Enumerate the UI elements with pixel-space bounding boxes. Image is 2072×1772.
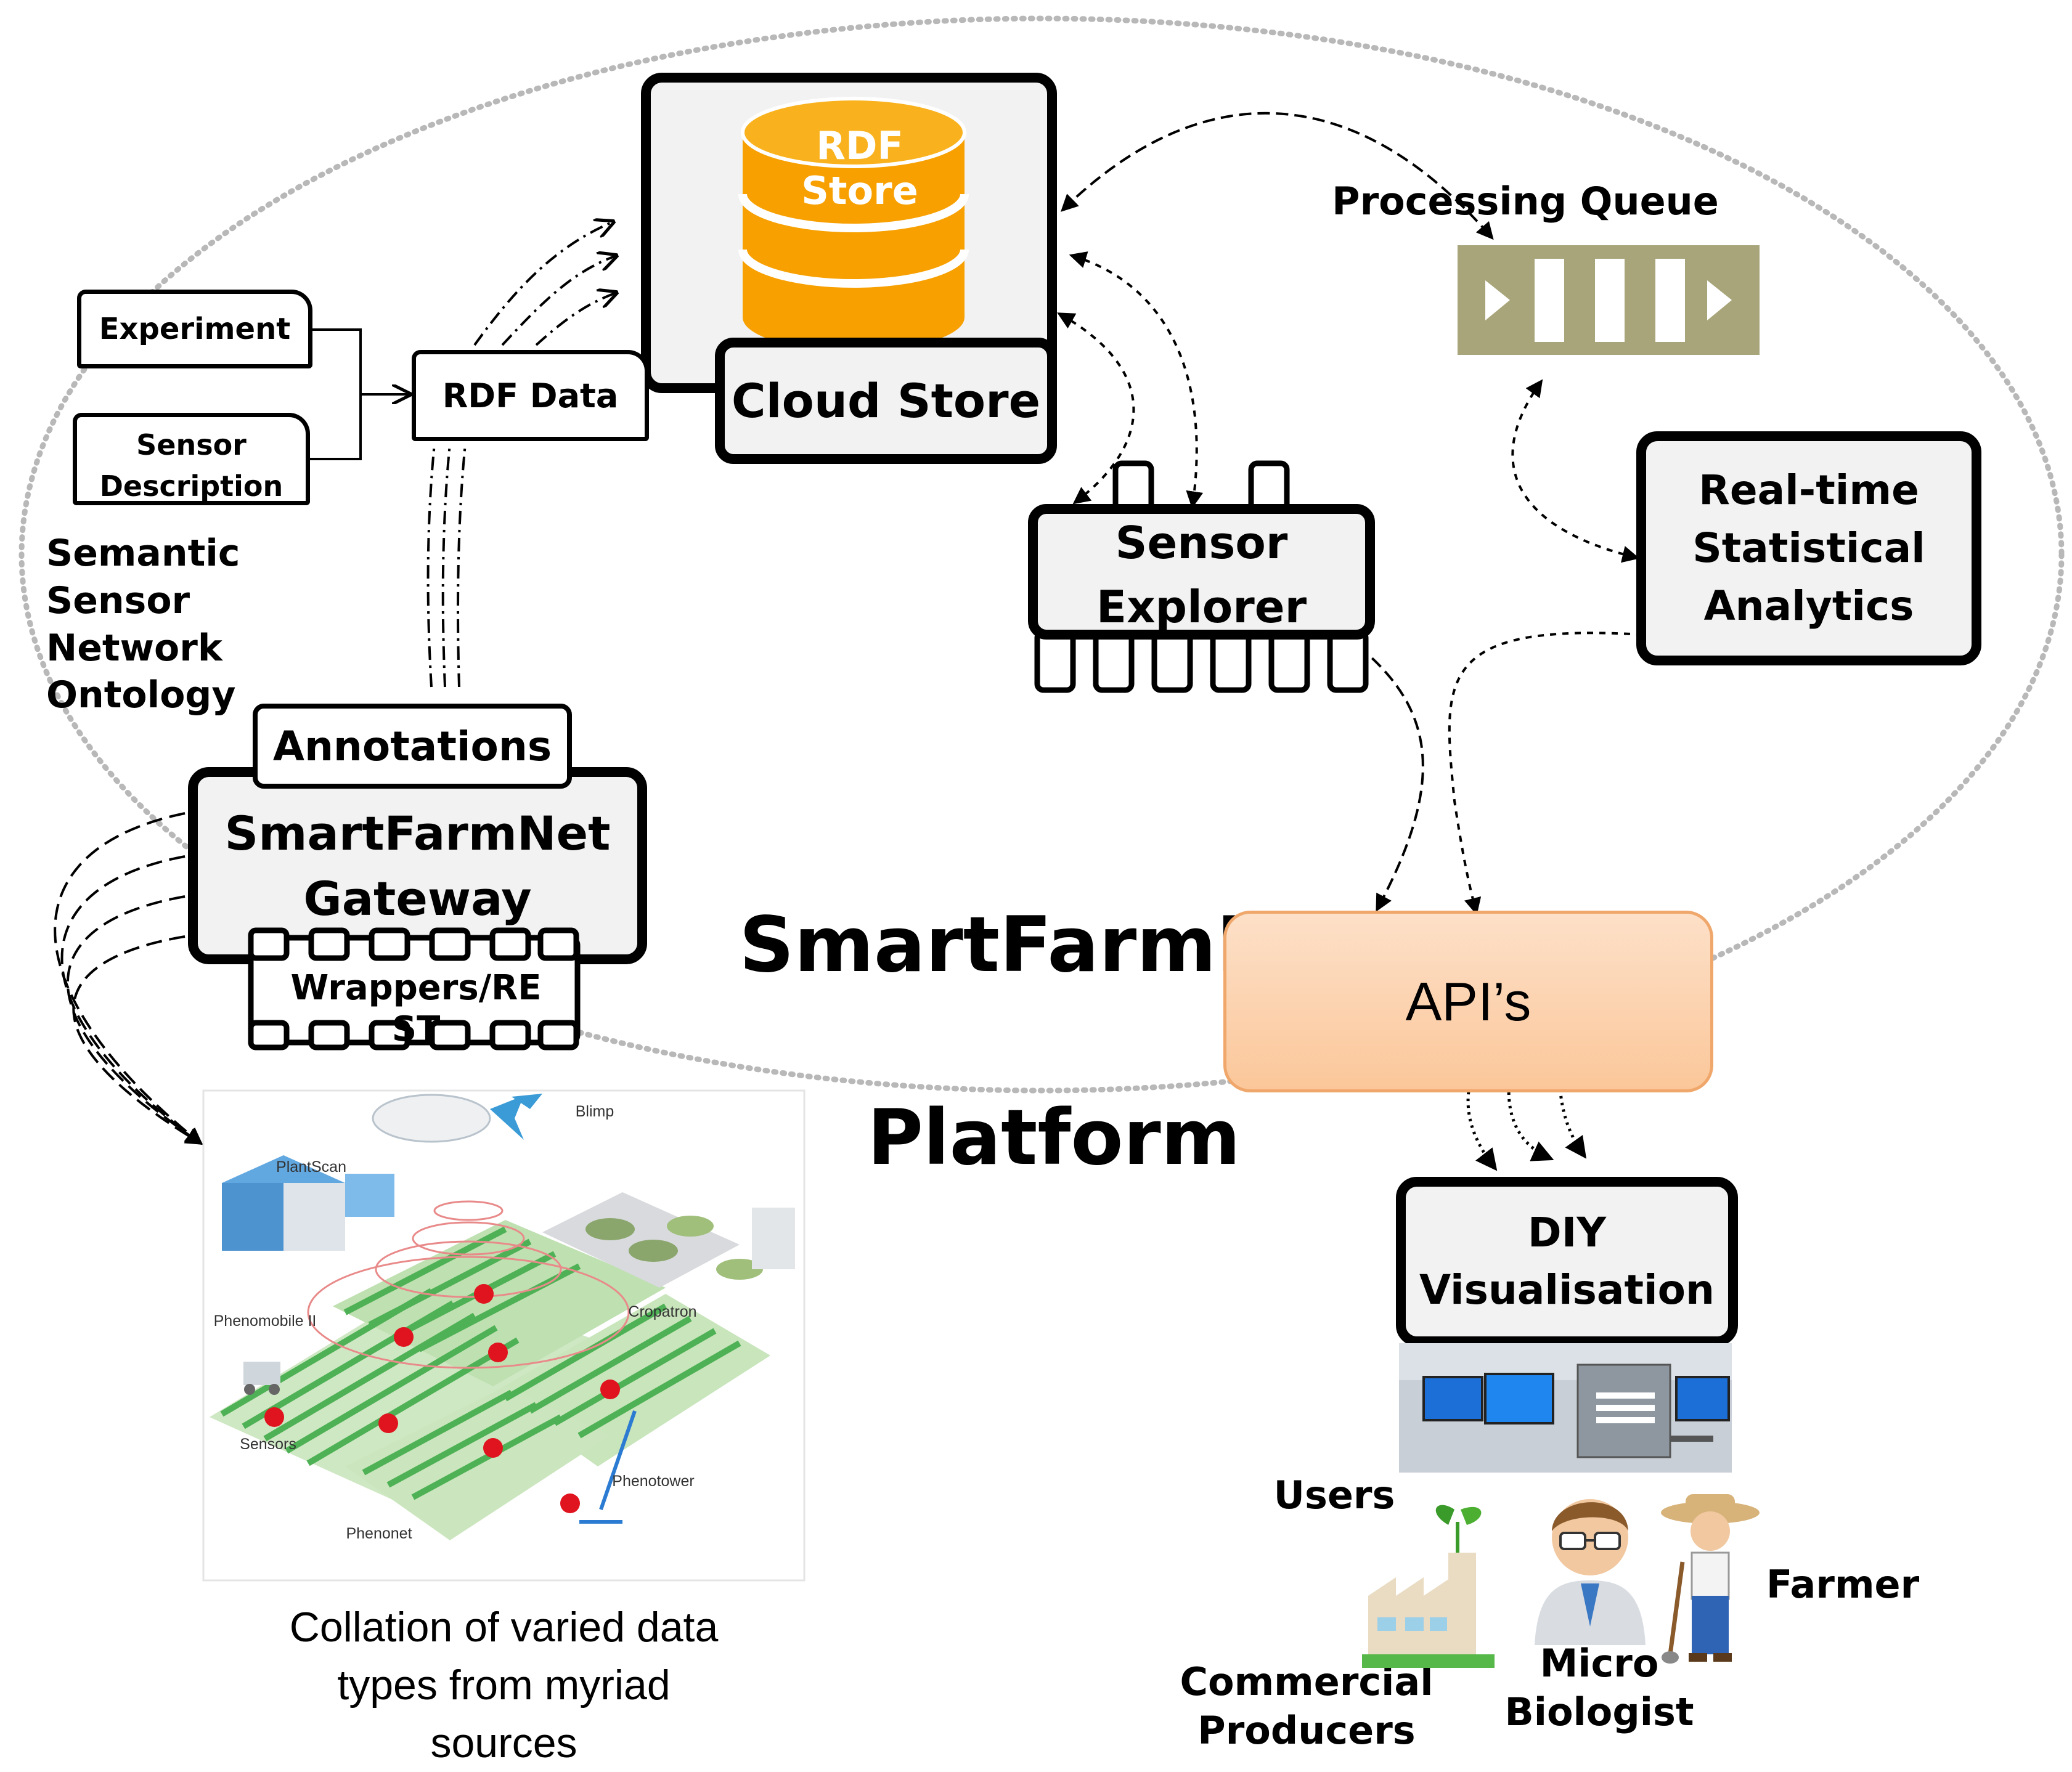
- field-label-phenomobile: Phenomobile II: [213, 1312, 317, 1330]
- sources-caption: Collation of varied data types from myri…: [289, 1604, 719, 1766]
- gateway-to-sources-arrows: [54, 812, 203, 1145]
- cloud-store-box: Cloud Store: [715, 338, 1057, 464]
- input-connector: [308, 328, 410, 460]
- field-label-phenotower: Phenotower: [612, 1473, 695, 1490]
- monitors-icon: [1399, 1343, 1732, 1473]
- api-diy-arrows: [1457, 1065, 1587, 1171]
- processing-queue-icon: [1458, 245, 1760, 355]
- micro-biologist-label: Micro Biologist: [1504, 1641, 1694, 1735]
- analytics-box: Real-time Statistical Analytics: [1636, 431, 1981, 665]
- rdf-store-label: RDF Store: [801, 123, 918, 214]
- sensor-description-box: Sensor Description: [73, 413, 310, 505]
- micro-biologist-icon: [1535, 1499, 1646, 1645]
- explorer-api-arrow: [1342, 633, 1424, 912]
- wrappers-label: Wrappers/RE ST: [290, 968, 542, 1050]
- annotations-to-rdf-data-lines: [426, 443, 467, 688]
- rdf-data-to-store-arrows: [473, 222, 616, 346]
- api-box: API’s: [1223, 911, 1713, 1092]
- sensor-description-label: Sensor Description: [99, 428, 283, 503]
- rdf-data-label: RDF Data: [442, 376, 619, 415]
- diy-label: DIY Visualisation: [1419, 1209, 1715, 1314]
- analytics-api-arrow: [1448, 632, 1643, 916]
- gateway-label: SmartFarmNet Gateway: [224, 806, 611, 927]
- field-sources-image: [202, 1089, 806, 1582]
- sensor-explorer-box: [1028, 504, 1375, 640]
- field-label-sensors: Sensors: [240, 1436, 296, 1453]
- api-label: API’s: [1405, 970, 1532, 1032]
- ontology-label: Semantic Sensor Network Ontology: [46, 532, 240, 717]
- farmer-icon: [1661, 1494, 1760, 1664]
- sensor-explorer-label: Sensor Explorer: [1096, 517, 1307, 633]
- farmer-label: Farmer: [1766, 1562, 1920, 1607]
- annotations-box: Annotations: [253, 704, 572, 789]
- commercial-producers-label: Commercial Producers: [1180, 1659, 1434, 1754]
- field-label-plantscan: PlantScan: [276, 1158, 346, 1176]
- platform-title-line2: Platform: [867, 1093, 1241, 1182]
- wrappers-component: [248, 927, 581, 1051]
- diy-box: DIY Visualisation: [1396, 1177, 1738, 1346]
- rdf-data-box: RDF Data: [412, 350, 649, 441]
- field-label-phenonet: Phenonet: [346, 1525, 412, 1542]
- cloud-store-label: Cloud Store: [731, 373, 1041, 428]
- store-explorer-arrows: [1057, 251, 1204, 509]
- field-label-cropatron: Cropatron: [628, 1303, 697, 1320]
- analytics-label: Real-time Statistical Analytics: [1692, 466, 1925, 630]
- sensor-explorer-connectors: [1034, 460, 1369, 693]
- factory-icon: [1362, 1505, 1495, 1668]
- queue-analytics-arrow: [1511, 379, 1640, 563]
- platform-boundary: [18, 15, 2065, 1094]
- processing-queue-label: Processing Queue: [1332, 179, 1719, 224]
- annotations-label: Annotations: [272, 722, 552, 770]
- experiment-label: Experiment: [99, 312, 291, 346]
- field-label-blimp: Blimp: [575, 1103, 614, 1120]
- database-icon: [738, 97, 969, 351]
- store-queue-arrow: [1060, 112, 1494, 240]
- users-heading: Users: [1273, 1473, 1395, 1518]
- experiment-box: Experiment: [77, 290, 312, 368]
